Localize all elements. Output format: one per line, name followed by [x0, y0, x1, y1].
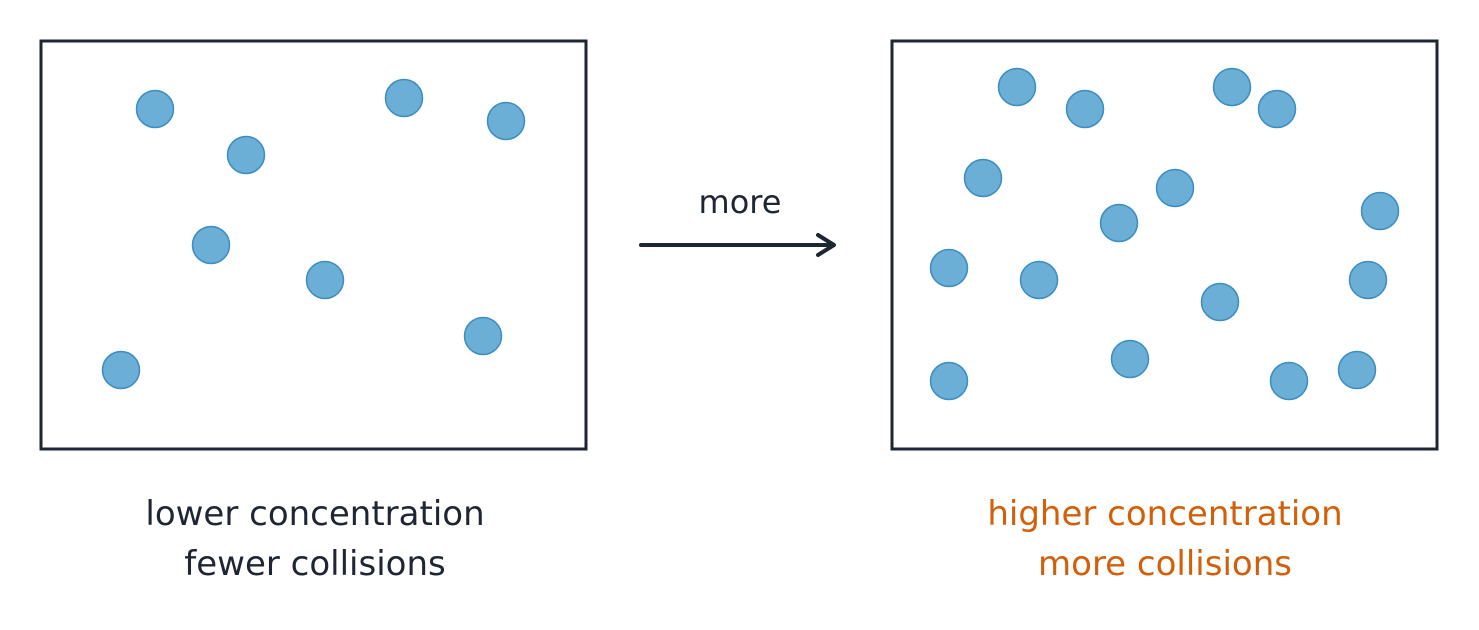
right-particle-group [929, 67, 1400, 401]
right-particle [1200, 282, 1240, 322]
right-particle [929, 248, 969, 288]
left-particle [226, 135, 266, 175]
right-particle [1269, 361, 1309, 401]
arrowhead [816, 233, 836, 257]
right-caption: higher concentration more collisions [885, 489, 1445, 589]
right-caption-line-collisions: more collisions [1038, 544, 1292, 584]
left-caption-line-concentration: lower concentration [145, 494, 485, 534]
left-particle [486, 101, 526, 141]
left-container-box [39, 39, 588, 451]
arrow-label: more [698, 183, 782, 221]
right-particle [1065, 89, 1105, 129]
left-particle [191, 225, 231, 265]
left-caption-line-collisions: fewer collisions [184, 544, 446, 584]
right-particle [1212, 67, 1252, 107]
left-particle [305, 260, 345, 300]
left-particle-group [101, 78, 526, 390]
right-particle [1348, 260, 1388, 300]
left-particle [135, 89, 175, 129]
right-particle [963, 158, 1003, 198]
right-particle [997, 67, 1037, 107]
right-particle [1155, 168, 1195, 208]
left-caption: lower concentration fewer collisions [35, 489, 595, 589]
right-container-box [890, 39, 1439, 451]
left-particle [101, 350, 141, 390]
right-particle [1019, 260, 1059, 300]
right-particle [1110, 339, 1150, 379]
left-particle [384, 78, 424, 118]
right-caption-line-concentration: higher concentration [987, 494, 1343, 534]
right-particle [1337, 350, 1377, 390]
left-particle [463, 316, 503, 356]
right-particle [929, 361, 969, 401]
right-particle [1360, 191, 1400, 231]
right-particle [1257, 89, 1297, 129]
right-particle [1099, 203, 1139, 243]
